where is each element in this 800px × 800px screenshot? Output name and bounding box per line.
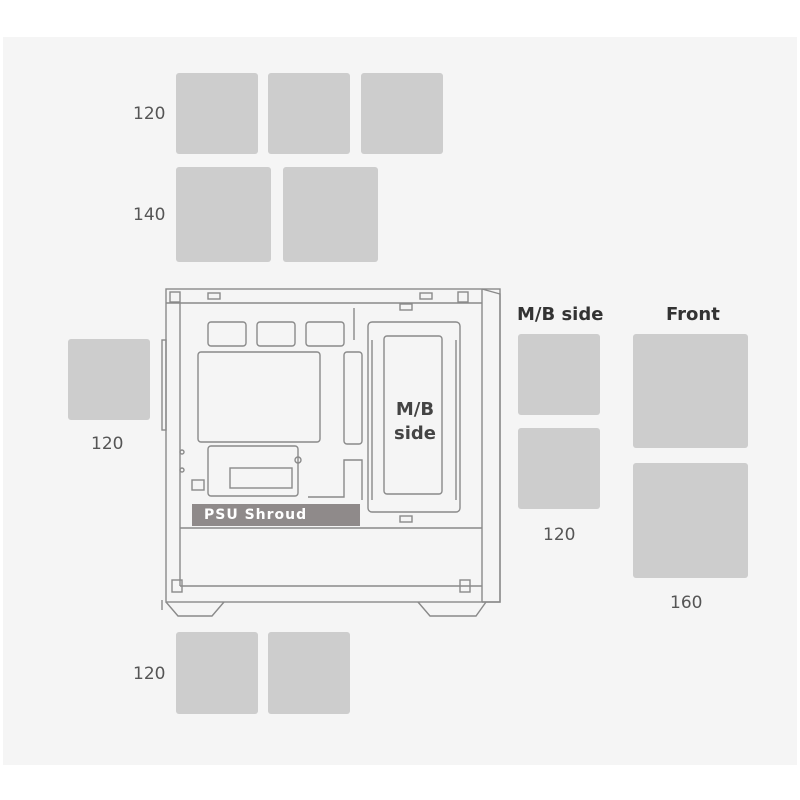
mb-side-size-label: 120: [543, 525, 576, 545]
mb-side-case-label: M/B side: [384, 398, 446, 446]
rear-120-label: 120: [91, 434, 124, 454]
motherboard-tray: [197, 351, 321, 443]
top-120-fan-slot-3: [361, 73, 443, 154]
bottom-120-fan-slot-2: [268, 632, 350, 714]
psu-shroud: PSU Shroud: [192, 504, 360, 526]
mb-side-fan-slot-2: [518, 428, 600, 509]
top-140-fan-slot-1: [176, 167, 271, 262]
case-foot-rear: [165, 601, 225, 617]
top-120-label: 120: [133, 104, 166, 124]
mb-side-bracket: [367, 321, 461, 513]
mb-side-case-label-line1: M/B: [395, 399, 435, 420]
mb-side-case-label-line2: side: [394, 423, 436, 444]
case-foot-front: [417, 601, 487, 617]
top-120-fan-slot-1: [176, 73, 258, 154]
bottom-120-label: 120: [133, 664, 166, 684]
mb-side-header: M/B side: [517, 304, 604, 325]
front-panel-edge: [481, 288, 501, 603]
front-fan-slot-2: [633, 463, 748, 578]
front-fan-slot-1: [633, 334, 748, 448]
mb-side-fan-slot-1: [518, 334, 600, 415]
top-140-label: 140: [133, 205, 166, 225]
front-size-label: 160: [670, 593, 703, 613]
bottom-120-fan-slot-1: [176, 632, 258, 714]
top-140-fan-slot-2: [283, 167, 378, 262]
rear-120-fan-slot: [68, 339, 150, 420]
front-header: Front: [666, 304, 720, 325]
top-120-fan-slot-2: [268, 73, 350, 154]
